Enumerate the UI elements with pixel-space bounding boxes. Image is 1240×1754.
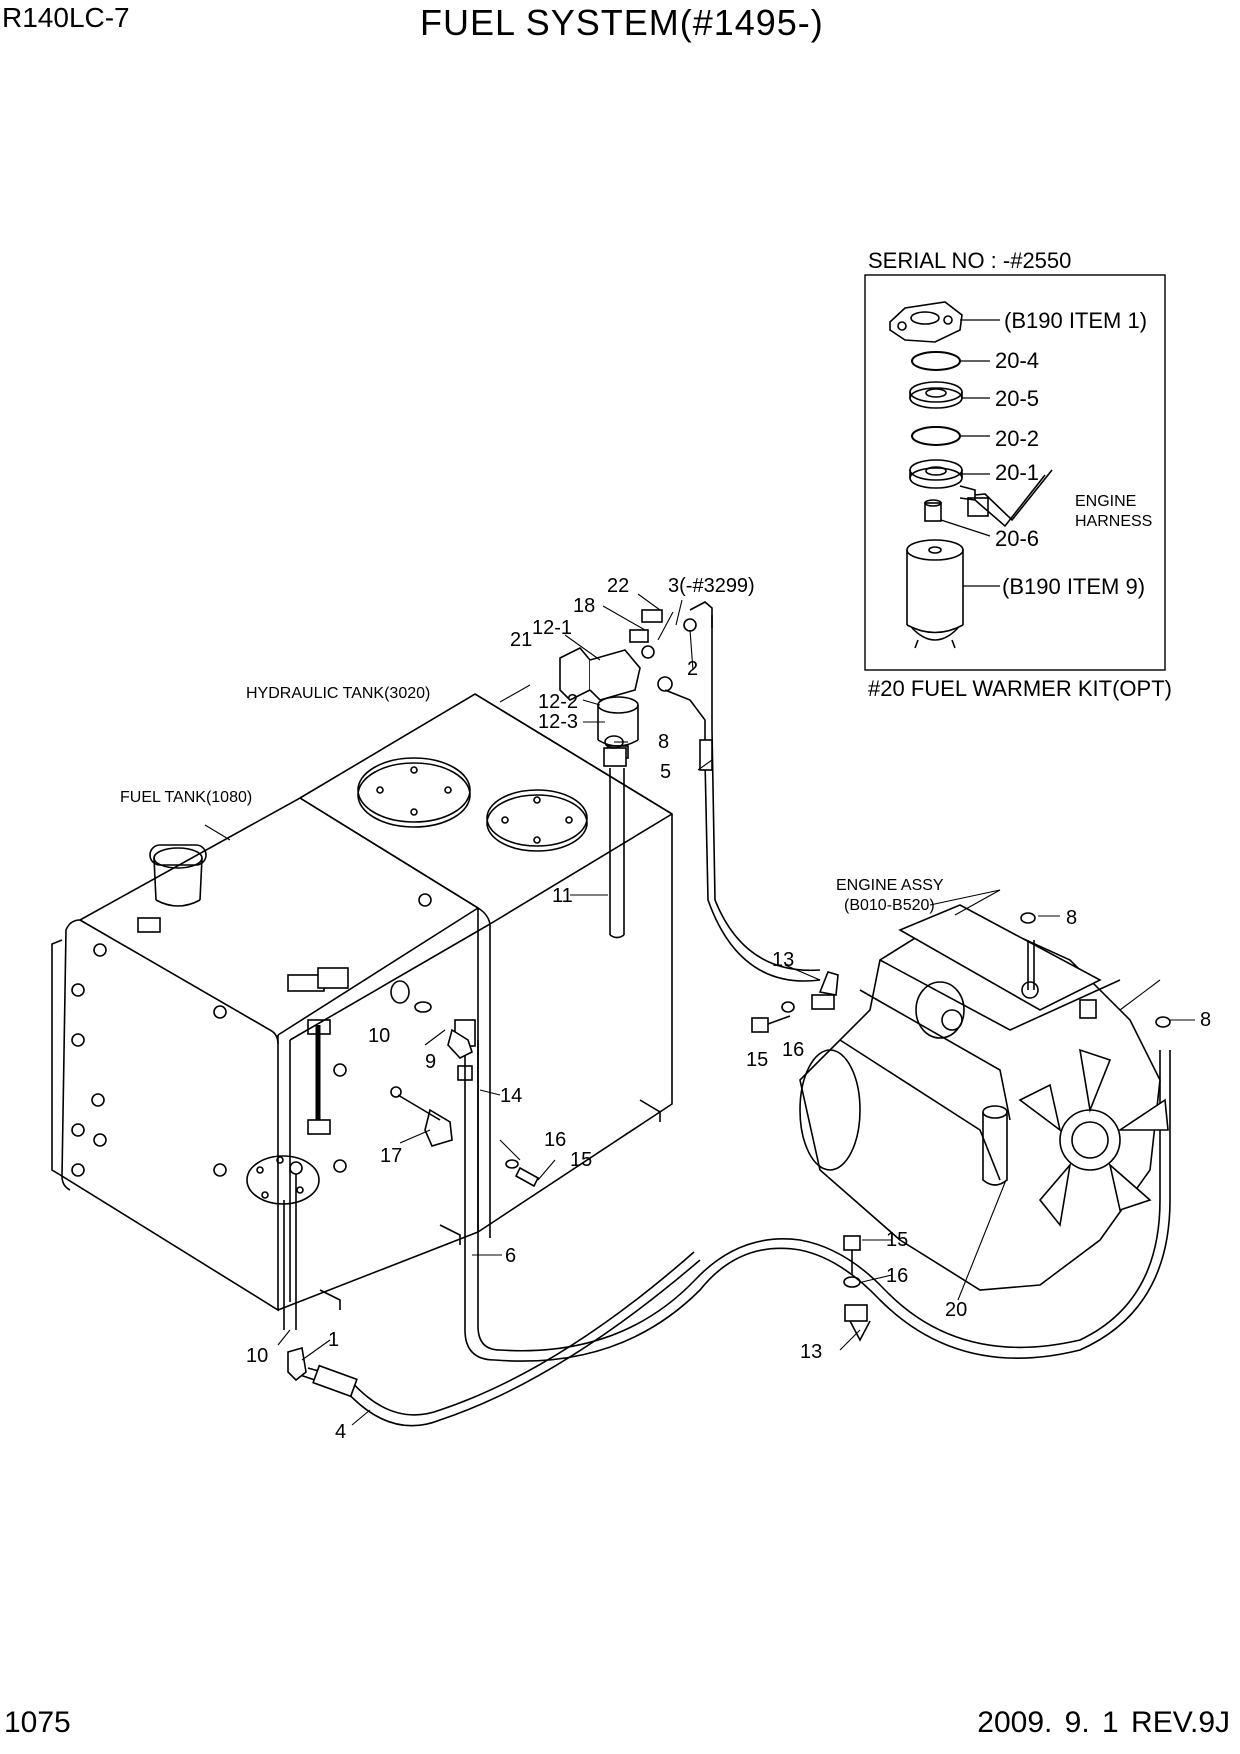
part-number-label: 20 (945, 1299, 967, 1321)
label-b190-item9: (B190 ITEM 9) (1002, 574, 1145, 599)
drain-flange-icon (246, 1155, 320, 1330)
part-number-label: 12-3 (538, 711, 578, 733)
part-number-label: 15 (746, 1049, 768, 1071)
page-header: R140LC-7 FUEL SYSTEM(#1495-) (0, 0, 1240, 60)
part-number-label: 16 (886, 1265, 908, 1287)
engine-assembly (604, 735, 1171, 1342)
part-number-label: 18 (573, 595, 595, 617)
part-number-label: 8 (1200, 1009, 1211, 1031)
hydraulic-tank-caption: HYDRAULIC TANK(3020) (246, 685, 430, 702)
part-number-label: 14 (500, 1085, 522, 1107)
label-b190-item1: (B190 ITEM 1) (1004, 308, 1147, 333)
suction-pipe-11 (603, 747, 627, 939)
part-number-label: 13 (800, 1341, 822, 1363)
fuel-hose-4 (287, 1251, 701, 1427)
caption-labels: HYDRAULIC TANK(3020) FUEL TANK(1080) ENG… (120, 685, 944, 914)
part-number-label: 3(-#3299) (668, 575, 755, 597)
label-20-2: 20-2 (995, 426, 1039, 451)
part-number-label: 5 (660, 761, 671, 783)
label-20-5: 20-5 (995, 386, 1039, 411)
part-number-label: 16 (544, 1129, 566, 1151)
tank-assembly (51, 693, 673, 1330)
label-20-1: 20-1 (995, 460, 1039, 485)
inset-serial: SERIAL NO : -#2550 (868, 248, 1071, 273)
label-engine-harness-1: ENGINE (1075, 493, 1136, 510)
part-number-label: 2 (687, 658, 698, 680)
inset-caption: #20 FUEL WARMER KIT(OPT) (868, 676, 1172, 701)
part-number-label: 10 (368, 1025, 390, 1047)
engine-assy-caption-2: (B010-B520) (844, 897, 935, 914)
part-number-label: 15 (570, 1149, 592, 1171)
part-number-label: 22 (607, 575, 629, 597)
fuel-cap-icon (149, 844, 207, 907)
part-number-label: 8 (658, 731, 669, 753)
label-20-6: 20-6 (995, 526, 1039, 551)
label-engine-harness-2: HARNESS (1075, 513, 1152, 530)
inset-labels: SERIAL NO : -#2550 (B190 ITEM 1) 20-4 20… (868, 248, 1172, 701)
cooling-fan-icon (1018, 1048, 1169, 1227)
tank-bolt-icon (71, 893, 432, 1177)
part-number-label: 8 (1066, 907, 1077, 929)
part-number-label: 15 (886, 1229, 908, 1251)
part-number-label: 17 (380, 1145, 402, 1167)
part-number-label: 1 (328, 1329, 339, 1351)
part-number-label: 11 (552, 885, 573, 907)
model-number: R140LC-7 (2, 2, 130, 33)
o-ring-icon (911, 426, 961, 446)
leader-lines (204, 593, 1195, 1426)
page-number: 1075 (4, 1706, 71, 1739)
fitting-parts (390, 980, 540, 1188)
part-number-label: 16 (782, 1039, 804, 1061)
heater-plate-icon (909, 381, 963, 409)
page-title: FUEL SYSTEM(#1495-) (420, 2, 824, 43)
hydraulic-cover-icon (357, 757, 471, 828)
part-number-label: 21 (510, 629, 532, 651)
filter-head-icon (889, 301, 963, 343)
return-hose-5 (664, 615, 821, 982)
part-number-label: 9 (425, 1051, 436, 1073)
part-number-label: 13 (772, 949, 794, 971)
turbocharger-icon (915, 981, 965, 1039)
revision-date: 2009. 9. 1 REV.9J (977, 1706, 1230, 1739)
part-number-label: 12-1 (532, 617, 572, 639)
part-number-labels: 22 3(-#3299) 18 12-1 21 2 12-2 12-3 8 5 … (246, 575, 1211, 1443)
part-number-label: 6 (505, 1245, 516, 1267)
part-number-label: 4 (335, 1421, 346, 1443)
fuel-tank-caption: FUEL TANK(1080) (120, 789, 252, 806)
fuel-warmer-inset (864, 274, 1166, 671)
adapter-icon (924, 499, 942, 522)
filter-cartridge-icon (906, 539, 964, 649)
o-ring-icon (911, 351, 961, 371)
part-number-label: 10 (246, 1345, 268, 1367)
level-gauge-icon (307, 1019, 331, 1135)
label-20-4: 20-4 (995, 348, 1039, 373)
part-number-label: 12-2 (538, 691, 578, 713)
engine-assy-caption-1: ENGINE ASSY (836, 877, 944, 894)
hydraulic-cover-icon (486, 789, 588, 852)
fuel-warmer-icon (909, 459, 1053, 528)
